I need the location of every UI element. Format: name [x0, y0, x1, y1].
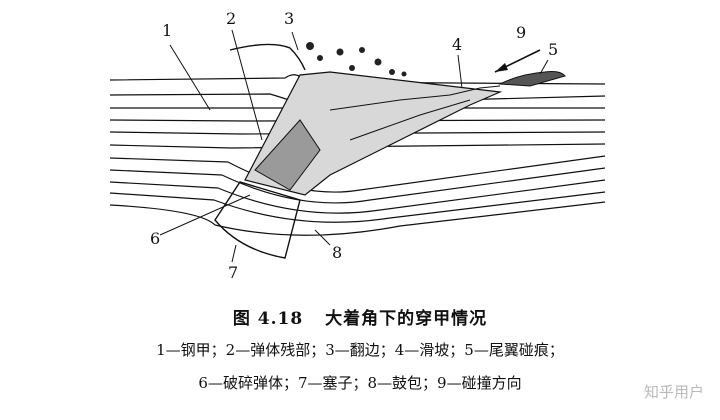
- callout-6: 6: [150, 229, 160, 248]
- debris-particles: [306, 42, 407, 77]
- petal-rim: [230, 44, 305, 70]
- callout-7: 7: [228, 263, 238, 282]
- armor-penetration-diagram: 1 2 3 4 5 6 7 8 9: [0, 0, 720, 310]
- callout-3: 3: [284, 9, 294, 28]
- figure-caption: 图 4.18 大着角下的穿甲情况: [0, 304, 720, 329]
- callout-9: 9: [516, 23, 526, 42]
- watermark: 知乎用户: [644, 381, 704, 402]
- impact-direction-arrow: [495, 50, 540, 72]
- callout-4: 4: [452, 35, 462, 54]
- legend-line-1: 1—钢甲；2—弹体残部；3—翻边；4—滑坡；5—尾翼碰痕；: [0, 339, 720, 360]
- callout-2: 2: [226, 9, 236, 28]
- callout-5: 5: [548, 40, 558, 59]
- figure-number: 图 4.18: [233, 309, 303, 329]
- callout-8: 8: [332, 243, 342, 262]
- callout-1: 1: [162, 21, 172, 40]
- legend-line-2: 6—破碎弹体；7—塞子；8—鼓包；9—碰撞方向: [0, 372, 720, 393]
- figure-title: 大着角下的穿甲情况: [325, 309, 487, 329]
- plug: [215, 182, 300, 258]
